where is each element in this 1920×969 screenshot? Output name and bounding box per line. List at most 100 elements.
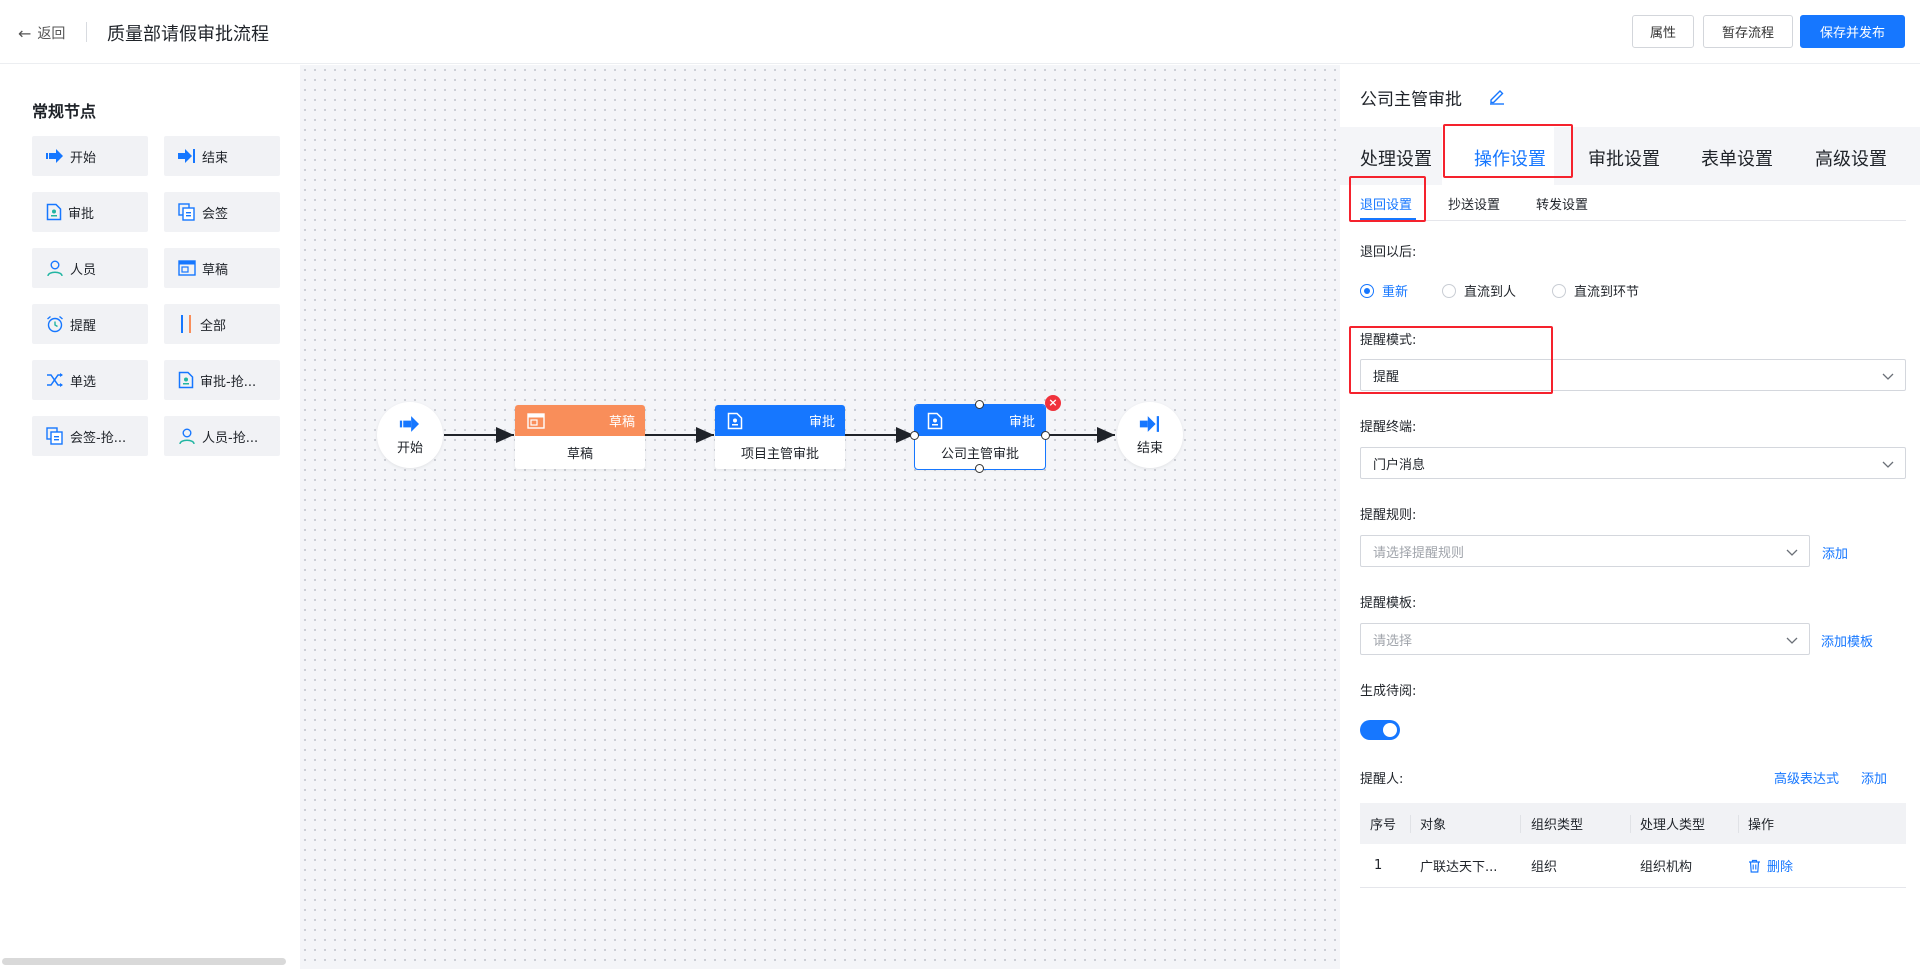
table-header: 序号 对象 组织类型 处理人类型 操作 bbox=[1360, 803, 1906, 844]
palette-item-person[interactable]: 人员 bbox=[32, 248, 148, 288]
node-properties-panel: 公司主管审批 处理设置 操作设置 审批设置 表单设置 高级设置 退回设置 抄送设… bbox=[1340, 65, 1920, 969]
node-header: 审批 bbox=[715, 405, 845, 436]
tab-approval-settings[interactable]: 审批设置 bbox=[1588, 149, 1660, 170]
after-return-label: 退回以后: bbox=[1360, 245, 1417, 260]
tab-operation-settings[interactable]: 操作设置 bbox=[1474, 149, 1546, 170]
add-reminder-link[interactable]: 添加 bbox=[1861, 772, 1888, 787]
palette-item-person-grab[interactable]: 人员-抢... bbox=[164, 416, 280, 456]
chevron-down-icon bbox=[1786, 549, 1798, 556]
back-button[interactable]: ← 返回 bbox=[18, 23, 65, 43]
connection-handle-top[interactable] bbox=[975, 400, 984, 409]
flow-node-end[interactable]: 结束 bbox=[1117, 402, 1183, 468]
palette-item-countersign[interactable]: 会签 bbox=[164, 192, 280, 232]
operation-subtabs: 退回设置 抄送设置 转发设置 bbox=[1360, 185, 1906, 221]
palette-item-start[interactable]: 开始 bbox=[32, 136, 148, 176]
tab-advanced-settings[interactable]: 高级设置 bbox=[1815, 149, 1887, 170]
select-value: 门户消息 bbox=[1373, 457, 1426, 473]
chevron-down-icon bbox=[1882, 373, 1894, 380]
palette-item-label: 会签-抢... bbox=[70, 430, 127, 446]
header-divider bbox=[86, 22, 87, 42]
remind-mode-label: 提醒模式: bbox=[1360, 333, 1417, 348]
connection-handle-bottom[interactable] bbox=[975, 464, 984, 473]
node-type-label: 审批 bbox=[808, 415, 835, 430]
palette-item-single-choice[interactable]: 单选 bbox=[32, 360, 148, 400]
flow-node-start[interactable]: 开始 bbox=[377, 402, 443, 468]
tab-processing-settings[interactable]: 处理设置 bbox=[1360, 149, 1432, 170]
active-tab-background bbox=[1442, 127, 1554, 185]
palette-item-approve-grab[interactable]: 审批-抢... bbox=[164, 360, 280, 400]
flow-canvas[interactable]: 开始 草稿 草稿 审批 项目主管审批 审批 公司主管审批 × 结束 bbox=[300, 65, 1340, 969]
connection-handle-left[interactable] bbox=[910, 431, 919, 440]
palette-item-label: 草稿 bbox=[202, 262, 229, 278]
palette-item-label: 单选 bbox=[70, 374, 97, 390]
generate-todo-toggle[interactable] bbox=[1360, 720, 1400, 740]
tab-form-settings[interactable]: 表单设置 bbox=[1701, 149, 1773, 170]
cell-target: 广联达天下... bbox=[1420, 860, 1498, 875]
draft-window-icon bbox=[527, 412, 545, 429]
radio-direct-to-person[interactable]: 直流到人 bbox=[1442, 281, 1516, 300]
flow-node-company-approval[interactable]: 审批 公司主管审批 bbox=[914, 404, 1046, 470]
column-header-action: 操作 bbox=[1748, 818, 1775, 833]
add-remind-rule-link[interactable]: 添加 bbox=[1822, 547, 1849, 562]
radio-dot bbox=[1442, 283, 1456, 298]
palette-item-label: 全部 bbox=[200, 318, 227, 334]
palette-item-label: 审批 bbox=[68, 206, 95, 222]
column-separator bbox=[1738, 815, 1739, 833]
palette-item-label: 提醒 bbox=[70, 318, 97, 334]
subtab-cc-settings[interactable]: 抄送设置 bbox=[1448, 198, 1501, 213]
palette-item-label: 结束 bbox=[202, 150, 229, 166]
connection-handle-right[interactable] bbox=[1041, 431, 1050, 440]
radio-direct-to-step[interactable]: 直流到环节 bbox=[1552, 281, 1639, 300]
advanced-expression-link[interactable]: 高级表达式 bbox=[1774, 772, 1840, 787]
top-header: ← 返回 质量部请假审批流程 属性 暂存流程 保存并发布 bbox=[0, 0, 1920, 64]
select-placeholder: 请选择 bbox=[1373, 633, 1413, 649]
palette-item-label: 人员 bbox=[70, 262, 97, 278]
properties-button[interactable]: 属性 bbox=[1632, 15, 1694, 48]
chevron-down-icon bbox=[1882, 461, 1894, 468]
palette-item-label: 审批-抢... bbox=[200, 374, 257, 390]
remind-terminal-select[interactable]: 门户消息 bbox=[1360, 447, 1906, 479]
cell-handler-type: 组织机构 bbox=[1640, 860, 1693, 875]
palette-item-remind[interactable]: 提醒 bbox=[32, 304, 148, 344]
palette-item-all[interactable]: 全部 bbox=[164, 304, 280, 344]
flow-node-project-approval[interactable]: 审批 项目主管审批 bbox=[715, 405, 845, 469]
countersign-icon bbox=[46, 427, 63, 445]
save-draft-button[interactable]: 暂存流程 bbox=[1703, 15, 1793, 48]
countersign-icon bbox=[178, 203, 195, 221]
subtab-return-settings[interactable]: 退回设置 bbox=[1360, 198, 1413, 213]
approve-doc-icon bbox=[727, 412, 743, 429]
table-row: 1 广联达天下... 组织 组织机构 删除 bbox=[1360, 844, 1906, 888]
shuffle-icon bbox=[47, 373, 63, 387]
remind-template-select[interactable]: 请选择 bbox=[1360, 623, 1810, 655]
palette-item-draft[interactable]: 草稿 bbox=[164, 248, 280, 288]
reminder-label: 提醒人: bbox=[1360, 772, 1404, 787]
delete-node-badge[interactable]: × bbox=[1045, 395, 1061, 411]
column-header-target: 对象 bbox=[1420, 818, 1447, 833]
palette-item-approve[interactable]: 审批 bbox=[32, 192, 148, 232]
add-remind-template-link[interactable]: 添加模板 bbox=[1821, 635, 1874, 650]
approve-doc-icon bbox=[46, 203, 62, 221]
remind-mode-select[interactable]: 提醒 bbox=[1360, 359, 1906, 391]
arrow-left-icon: ← bbox=[18, 23, 32, 43]
node-name: 公司主管审批 bbox=[940, 447, 1019, 462]
back-label: 返回 bbox=[37, 26, 66, 42]
palette-item-end[interactable]: 结束 bbox=[164, 136, 280, 176]
radio-restart[interactable]: 重新 bbox=[1360, 281, 1408, 300]
panel-header: 公司主管审批 bbox=[1340, 65, 1920, 127]
draft-window-icon bbox=[178, 260, 196, 276]
delete-row-button[interactable]: 删除 bbox=[1748, 856, 1793, 875]
radio-label: 重新 bbox=[1382, 285, 1409, 300]
save-publish-button[interactable]: 保存并发布 bbox=[1800, 15, 1905, 48]
subtab-forward-settings[interactable]: 转发设置 bbox=[1536, 198, 1589, 213]
trash-icon bbox=[1749, 859, 1760, 873]
palette-horizontal-scrollbar[interactable] bbox=[2, 958, 286, 965]
column-separator bbox=[1630, 815, 1631, 833]
palette-item-countersign-grab[interactable]: 会签-抢... bbox=[32, 416, 148, 456]
remind-rule-select[interactable]: 请选择提醒规则 bbox=[1360, 535, 1810, 567]
flow-node-draft[interactable]: 草稿 草稿 bbox=[515, 405, 645, 469]
radio-label: 直流到人 bbox=[1464, 285, 1517, 300]
parallel-bars-icon bbox=[181, 315, 191, 333]
node-name: 项目主管审批 bbox=[740, 447, 819, 462]
edit-pencil-icon[interactable] bbox=[1488, 87, 1506, 105]
selected-node-name: 公司主管审批 bbox=[1360, 90, 1462, 110]
